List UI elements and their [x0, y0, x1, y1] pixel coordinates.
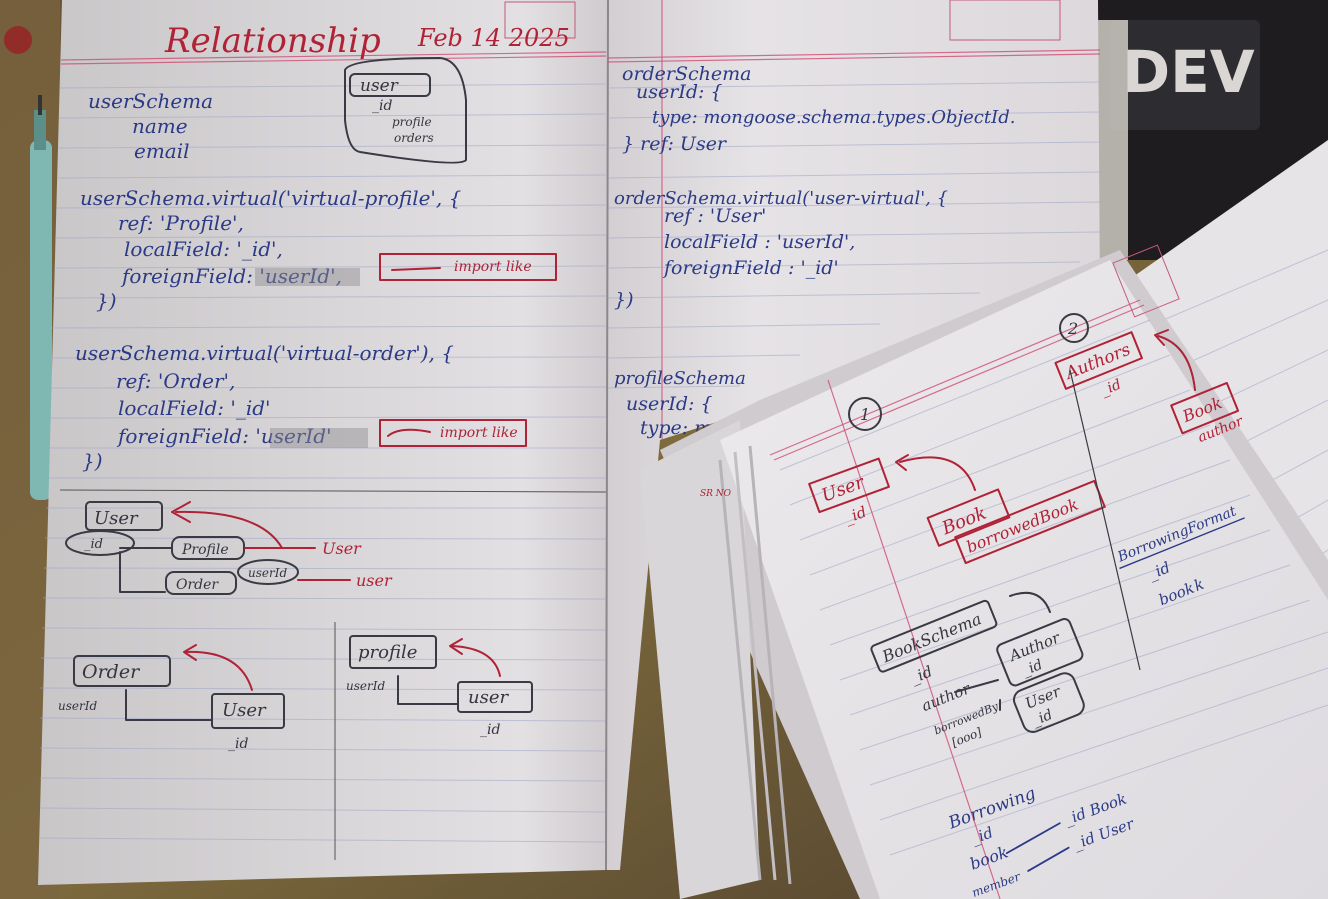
profile-schema-2: userId: {	[626, 393, 713, 415]
diagram-arrow-user2: user	[356, 571, 393, 590]
box-orders: orders	[394, 131, 434, 145]
box-id: _id	[372, 98, 392, 114]
bottom-id2: _id	[480, 722, 500, 738]
diagram-arrow-user: User	[322, 539, 362, 558]
import-note-2: import like	[440, 425, 518, 441]
bottom-userid2: userId	[346, 679, 385, 693]
virtual-profile-1: userSchema.virtual('virtual-profile', {	[80, 186, 462, 210]
order-schema-3: type: mongoose.schema.types.ObjectId.	[652, 107, 1015, 128]
pen	[30, 95, 52, 500]
virtual-order-3: localField: '_id'	[118, 396, 271, 420]
diagram-user: User	[94, 508, 139, 529]
user-schema-line3: email	[134, 139, 190, 163]
left-page: Relationship Feb 14 2025 userSchema name…	[38, 0, 608, 885]
virtual-order-1: userSchema.virtual('virtual-order'), {	[75, 341, 454, 365]
sn-author-box-id: _id	[1020, 657, 1045, 680]
dev-logo: DEV	[1122, 38, 1255, 106]
diagram-profile: Profile	[181, 542, 229, 558]
bottom-userid: userId	[58, 699, 97, 713]
order-schema-2: userId: {	[636, 81, 723, 103]
order-virtual-1: orderSchema.virtual('user-virtual', {	[614, 188, 948, 209]
virtual-order-2: ref: 'Order',	[116, 369, 235, 393]
order-virtual-3: localField : 'userId',	[664, 231, 855, 253]
diagram-id: _id	[84, 537, 103, 552]
num-1: 1	[860, 405, 870, 424]
bottom-profile: profile	[358, 642, 417, 663]
virtual-order-4: foreignField: 'userId'	[116, 424, 332, 448]
left-page-rules	[39, 51, 607, 843]
small-notebook: 1 2 User _id Book borrowedBook Authors _…	[640, 244, 1328, 899]
user-schema-line1: userSchema	[88, 89, 213, 113]
box-user: user	[360, 76, 399, 96]
order-schema-1: orderSchema	[622, 63, 752, 85]
virtual-profile-4: foreignField: 'userId',	[120, 264, 342, 288]
num-2: 2	[1067, 319, 1078, 338]
order-schema-4: } ref: User	[622, 133, 728, 155]
diagram-userid: userId	[248, 566, 287, 580]
virtual-profile-3: localField: '_id',	[124, 237, 283, 261]
bottom-order: Order	[82, 661, 141, 683]
sn-authors-id: _id	[1099, 377, 1124, 400]
import-note-1: import like	[454, 259, 532, 275]
right-page: orderSchema userId: { type: mongoose.sch…	[605, 0, 1101, 871]
virtual-profile-5: })	[96, 289, 117, 313]
bottom-id: _id	[228, 736, 248, 752]
small-notebook-rules	[769, 299, 1328, 899]
date: Feb 14 2025	[417, 24, 570, 52]
order-virtual-4: foreignField : '_id'	[662, 257, 839, 279]
user-schema-line2: name	[132, 114, 188, 138]
profile-schema-1: profileSchema	[614, 368, 746, 389]
heading: Relationship	[164, 21, 381, 61]
box-profile: profile	[392, 115, 432, 129]
virtual-order-5: })	[82, 449, 103, 473]
sn-user-box-id: _id	[1030, 707, 1055, 730]
order-virtual-2: ref : 'User'	[664, 205, 766, 227]
bottom-user2: user	[468, 687, 509, 708]
order-virtual-5: })	[614, 289, 634, 311]
diagram-order: Order	[176, 577, 219, 593]
sr-no: SR NO	[700, 489, 732, 499]
bottom-user: User	[222, 700, 267, 721]
virtual-profile-2: ref: 'Profile',	[118, 211, 244, 235]
